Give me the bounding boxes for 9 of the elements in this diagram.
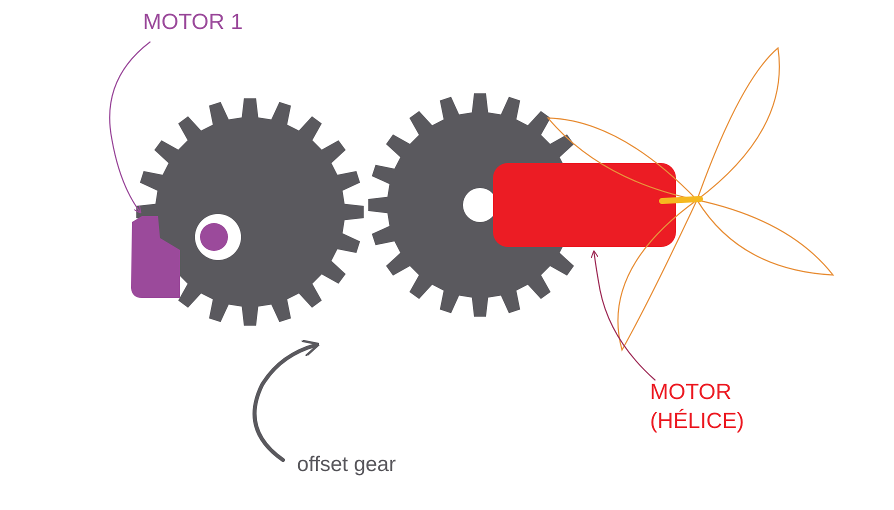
leader-line [109,41,151,214]
motor-label: MOTOR (HÉLICE) [650,378,746,435]
gear-label: offset gear [297,452,396,478]
leader-line [590,250,656,381]
motor-block [131,216,180,298]
motor-block [493,163,676,247]
motor-label: MOTOR 1 [143,8,243,36]
leader-line [252,340,320,462]
gear-drawing [136,98,364,326]
